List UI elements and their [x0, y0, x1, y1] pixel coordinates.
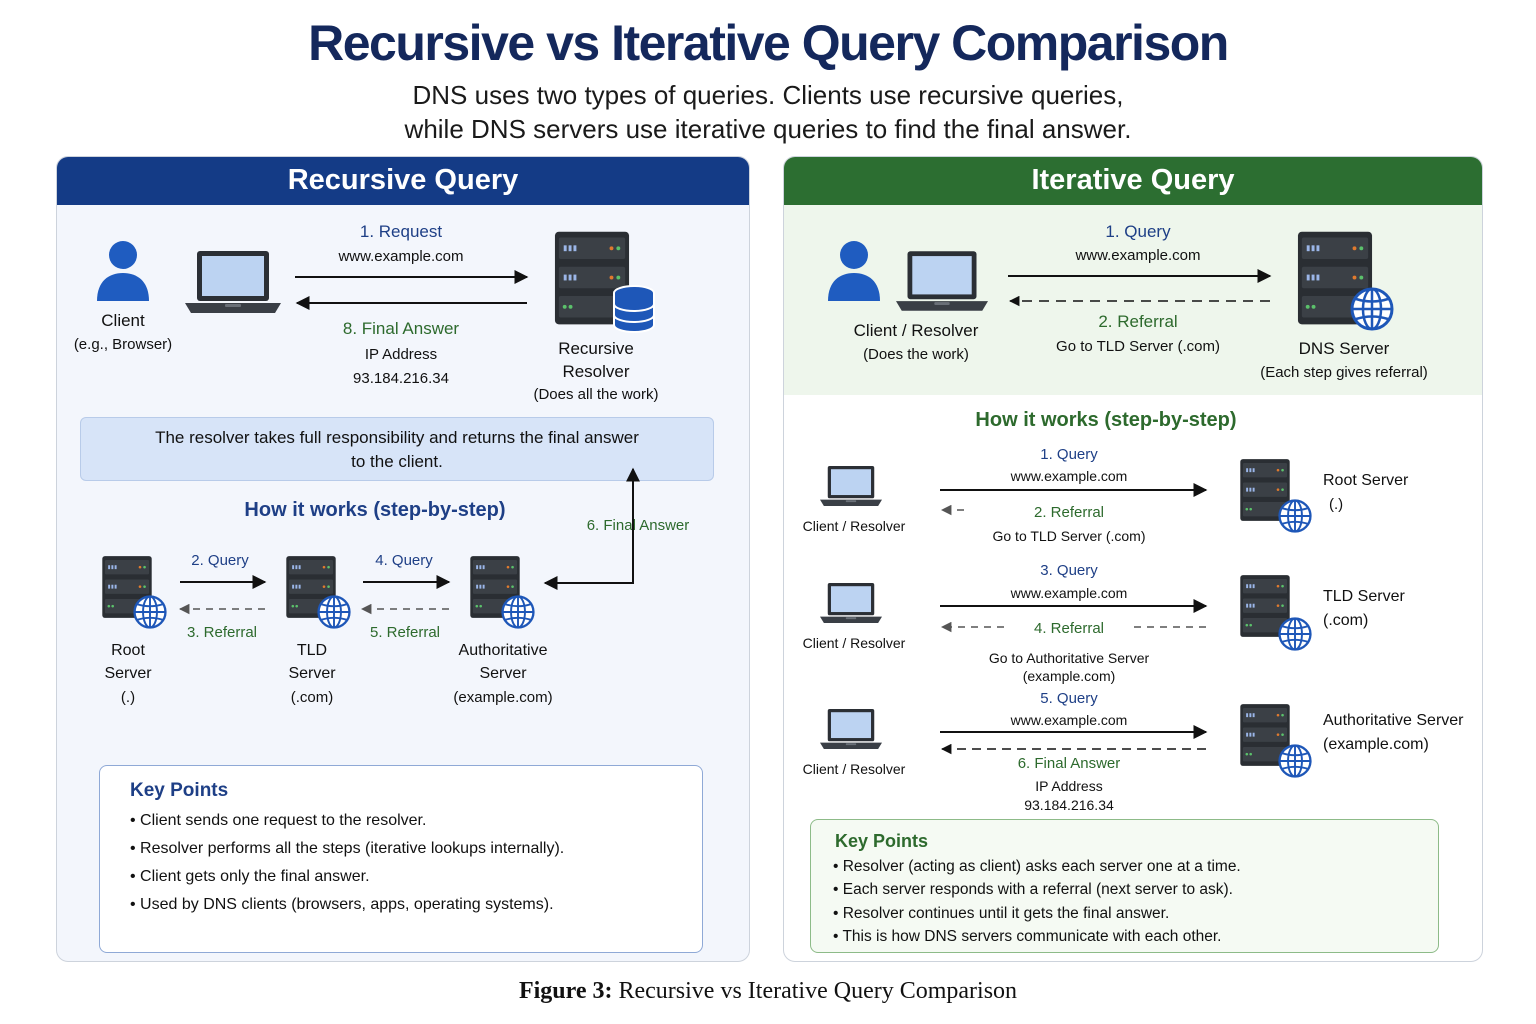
iterative-key-item: • Each server responds with a referral (… — [833, 881, 1233, 898]
root-line-1: Root — [111, 642, 145, 659]
caption-text: Recursive vs Iterative Query Comparison — [612, 978, 1018, 1004]
row3-reply-sub2: 93.184.216.34 — [1024, 797, 1114, 813]
iterative-client-label: Client / Resolver — [853, 321, 979, 340]
row3-domain: www.example.com — [1010, 712, 1128, 728]
root-line-2: Server — [104, 665, 152, 682]
note-line-2: to the client. — [351, 452, 443, 471]
page-title: Recursive vs Iterative Query Comparison — [308, 15, 1229, 71]
database-icon — [612, 285, 656, 333]
row3-server-line-2: (example.com) — [1323, 736, 1429, 753]
row2-reply-sub2: (example.com) — [1022, 668, 1116, 684]
row3-laptop-icon — [820, 705, 882, 753]
row1-reply-sub: Go to TLD Server (.com) — [992, 528, 1146, 544]
row1-reply: 2. Referral — [1033, 504, 1105, 521]
step-6-final-answer: 6. Final Answer — [586, 517, 690, 534]
root-line-3: (.) — [120, 689, 136, 706]
dns-server-sub: (Each step gives referral) — [1260, 364, 1428, 381]
subtitle-line-2: while DNS servers use iterative queries … — [404, 114, 1132, 144]
iterative-key-item: • This is how DNS servers communicate wi… — [833, 928, 1222, 945]
row1-client-label: Client / Resolver — [802, 518, 906, 534]
recursive-key-points: Key Points • Client sends one request to… — [99, 765, 703, 953]
auth-line-2: Server — [479, 665, 527, 682]
iterative-laptop-icon — [896, 249, 988, 313]
dns-server-label: DNS Server — [1298, 339, 1390, 358]
step-4-query: 4. Query — [375, 552, 433, 569]
row2-query: 3. Query — [1040, 562, 1098, 579]
row3-reply-sub1: IP Address — [1035, 778, 1103, 794]
step-3-referral: 3. Referral — [186, 624, 258, 641]
recursive-key-item: • Client sends one request to the resolv… — [130, 812, 427, 829]
resolver-line-1: Recursive — [558, 339, 634, 358]
recursive-key-item: • Resolver performs all the steps (itera… — [130, 840, 565, 857]
figure-caption: Figure 3: Recursive vs Iterative Query C… — [0, 978, 1536, 1005]
final-answer-ip: 93.184.216.34 — [353, 370, 449, 387]
request-answer-arrows — [295, 270, 529, 310]
iterative-key-points: Key Points • Resolver (acting as client)… — [810, 819, 1439, 953]
final-answer-sub1: IP Address — [364, 346, 438, 363]
auth-line-3: (example.com) — [453, 689, 553, 706]
row1-globe-icon — [1278, 499, 1312, 533]
resolver-sub: (Does all the work) — [533, 386, 659, 403]
row2-laptop-icon — [820, 579, 882, 627]
recursive-steps-title: How it works (step-by-step) — [244, 499, 506, 521]
recursive-step-arrows — [178, 467, 640, 615]
iterative-steps-title: How it works (step-by-step) — [975, 409, 1237, 431]
row3-query: 5. Query — [1040, 690, 1098, 707]
iterative-query-domain: www.example.com — [1075, 247, 1201, 264]
request-domain: www.example.com — [338, 248, 464, 265]
row2-client-label: Client / Resolver — [802, 635, 906, 651]
iterative-client-sub: (Does the work) — [863, 346, 969, 363]
recursive-panel: Recursive Query Client (e.g., Browser) 1… — [56, 156, 750, 962]
responsibility-note: The resolver takes full responsibility a… — [80, 417, 714, 481]
row2-server-line-2: (.com) — [1323, 612, 1369, 629]
row3-globe-icon — [1278, 744, 1312, 778]
iterative-key-item: • Resolver continues until it gets the f… — [833, 905, 1170, 922]
subtitle-line-1: DNS uses two types of queries. Clients u… — [412, 80, 1124, 110]
row2-reply: 4. Referral — [1033, 620, 1105, 637]
row3-reply: 6. Final Answer — [1017, 755, 1121, 772]
recursive-key-item: • Client gets only the final answer. — [130, 868, 370, 885]
row1-server-line-2: (.) — [1329, 496, 1344, 513]
row1-laptop-icon — [820, 462, 882, 510]
iterative-person-icon — [826, 239, 882, 301]
iterative-panel-header: Iterative Query — [784, 157, 1482, 205]
request-label: 1. Request — [359, 222, 443, 241]
tld-line-1: TLD — [296, 642, 328, 659]
client-person-icon — [95, 239, 151, 301]
tld-line-3: (.com) — [290, 689, 334, 706]
resolver-line-2: Resolver — [562, 362, 630, 381]
note-line-1: The resolver takes full responsibility a… — [155, 428, 639, 447]
row2-domain: www.example.com — [1010, 585, 1128, 601]
client-sub: (e.g., Browser) — [73, 336, 173, 353]
row3-server-line-1: Authoritative Server — [1323, 712, 1464, 729]
row2-server-line-1: TLD Server — [1323, 588, 1405, 605]
step-5-referral: 5. Referral — [369, 624, 441, 641]
auth-line-1: Authoritative — [458, 642, 548, 659]
tld-line-2: Server — [288, 665, 336, 682]
row3-client-label: Client / Resolver — [802, 761, 906, 777]
dns-globe-icon — [1350, 287, 1394, 331]
final-answer-label: 8. Final Answer — [342, 319, 460, 338]
row1-domain: www.example.com — [1010, 468, 1128, 484]
row1-server-line-1: Root Server — [1323, 472, 1409, 489]
client-label: Client — [101, 311, 145, 330]
recursive-key-item: • Used by DNS clients (browsers, apps, o… — [130, 896, 554, 913]
iterative-query-label: 1. Query — [1105, 222, 1171, 241]
iterative-top-arrows — [1008, 269, 1272, 307]
client-laptop-icon — [185, 249, 281, 315]
row2-globe-icon — [1278, 617, 1312, 651]
iterative-referral-label: 2. Referral — [1098, 312, 1178, 331]
iterative-referral-sub: Go to TLD Server (.com) — [1056, 338, 1220, 355]
step-2-query: 2. Query — [191, 552, 249, 569]
iterative-key-title: Key Points — [835, 831, 929, 851]
iterative-step-arrows — [940, 483, 1208, 755]
iterative-panel: Iterative Query Client / Resolver (Does … — [783, 156, 1483, 962]
caption-label: Figure 3: — [518, 978, 613, 1004]
row1-query: 1. Query — [1040, 446, 1098, 463]
recursive-panel-header: Recursive Query — [57, 157, 749, 205]
row2-reply-sub1: Go to Authoritative Server — [988, 650, 1150, 666]
iterative-key-item: • Resolver (acting as client) asks each … — [833, 858, 1241, 875]
recursive-key-title: Key Points — [130, 780, 229, 801]
